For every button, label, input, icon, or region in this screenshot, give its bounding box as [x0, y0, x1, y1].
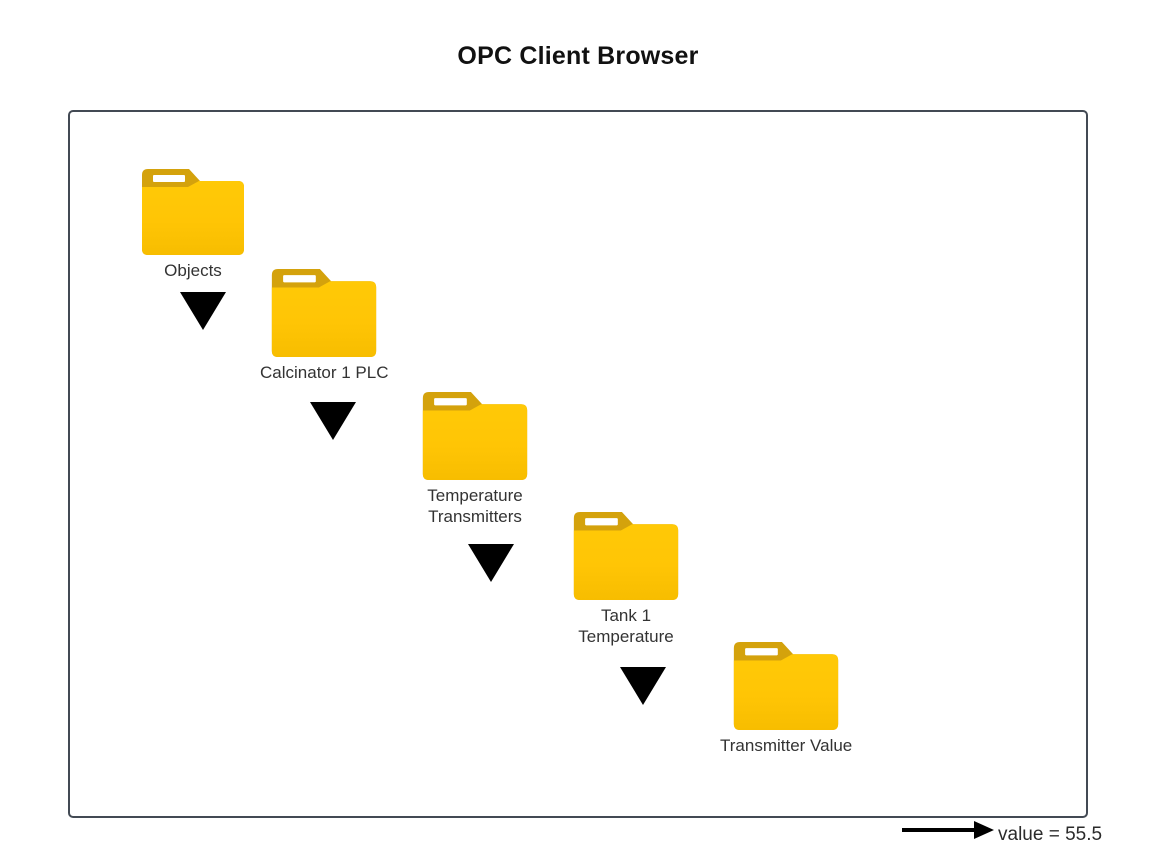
browser-canvas: Objects Calcinator 1 PLC — [68, 110, 1102, 845]
down-arrow-icon — [620, 667, 666, 705]
tree-node-tank-1-temperature[interactable]: Tank 1 Temperature — [573, 510, 679, 647]
tree-node-temperature-transmitters[interactable]: Temperature Transmitters — [422, 390, 528, 527]
tree-node-label: Transmitter Value — [720, 736, 853, 755]
tree-node-label: Temperature Transmitters — [427, 486, 523, 526]
value-readout: value = 55.5 — [998, 824, 1103, 845]
page-title: OPC Client Browser — [457, 42, 699, 70]
folder-icon — [142, 169, 244, 255]
tree-node-label: Objects — [164, 261, 222, 280]
down-arrow-icon — [468, 544, 514, 582]
right-arrow-icon — [902, 821, 994, 839]
folder-icon — [573, 512, 679, 600]
tree-node-calcinator-1-plc[interactable]: Calcinator 1 PLC — [260, 267, 389, 383]
folder-icon — [422, 392, 528, 480]
folder-icon — [733, 642, 839, 730]
tree-node-label: Tank 1 Temperature — [578, 606, 674, 646]
down-arrow-icon — [310, 402, 356, 440]
down-arrow-icon — [180, 292, 226, 330]
tree-node-objects[interactable]: Objects — [142, 167, 244, 281]
folder-icon — [272, 269, 377, 357]
tree-node-label: Calcinator 1 PLC — [260, 363, 389, 382]
tree-node-transmitter-value[interactable]: Transmitter Value — [720, 640, 852, 756]
